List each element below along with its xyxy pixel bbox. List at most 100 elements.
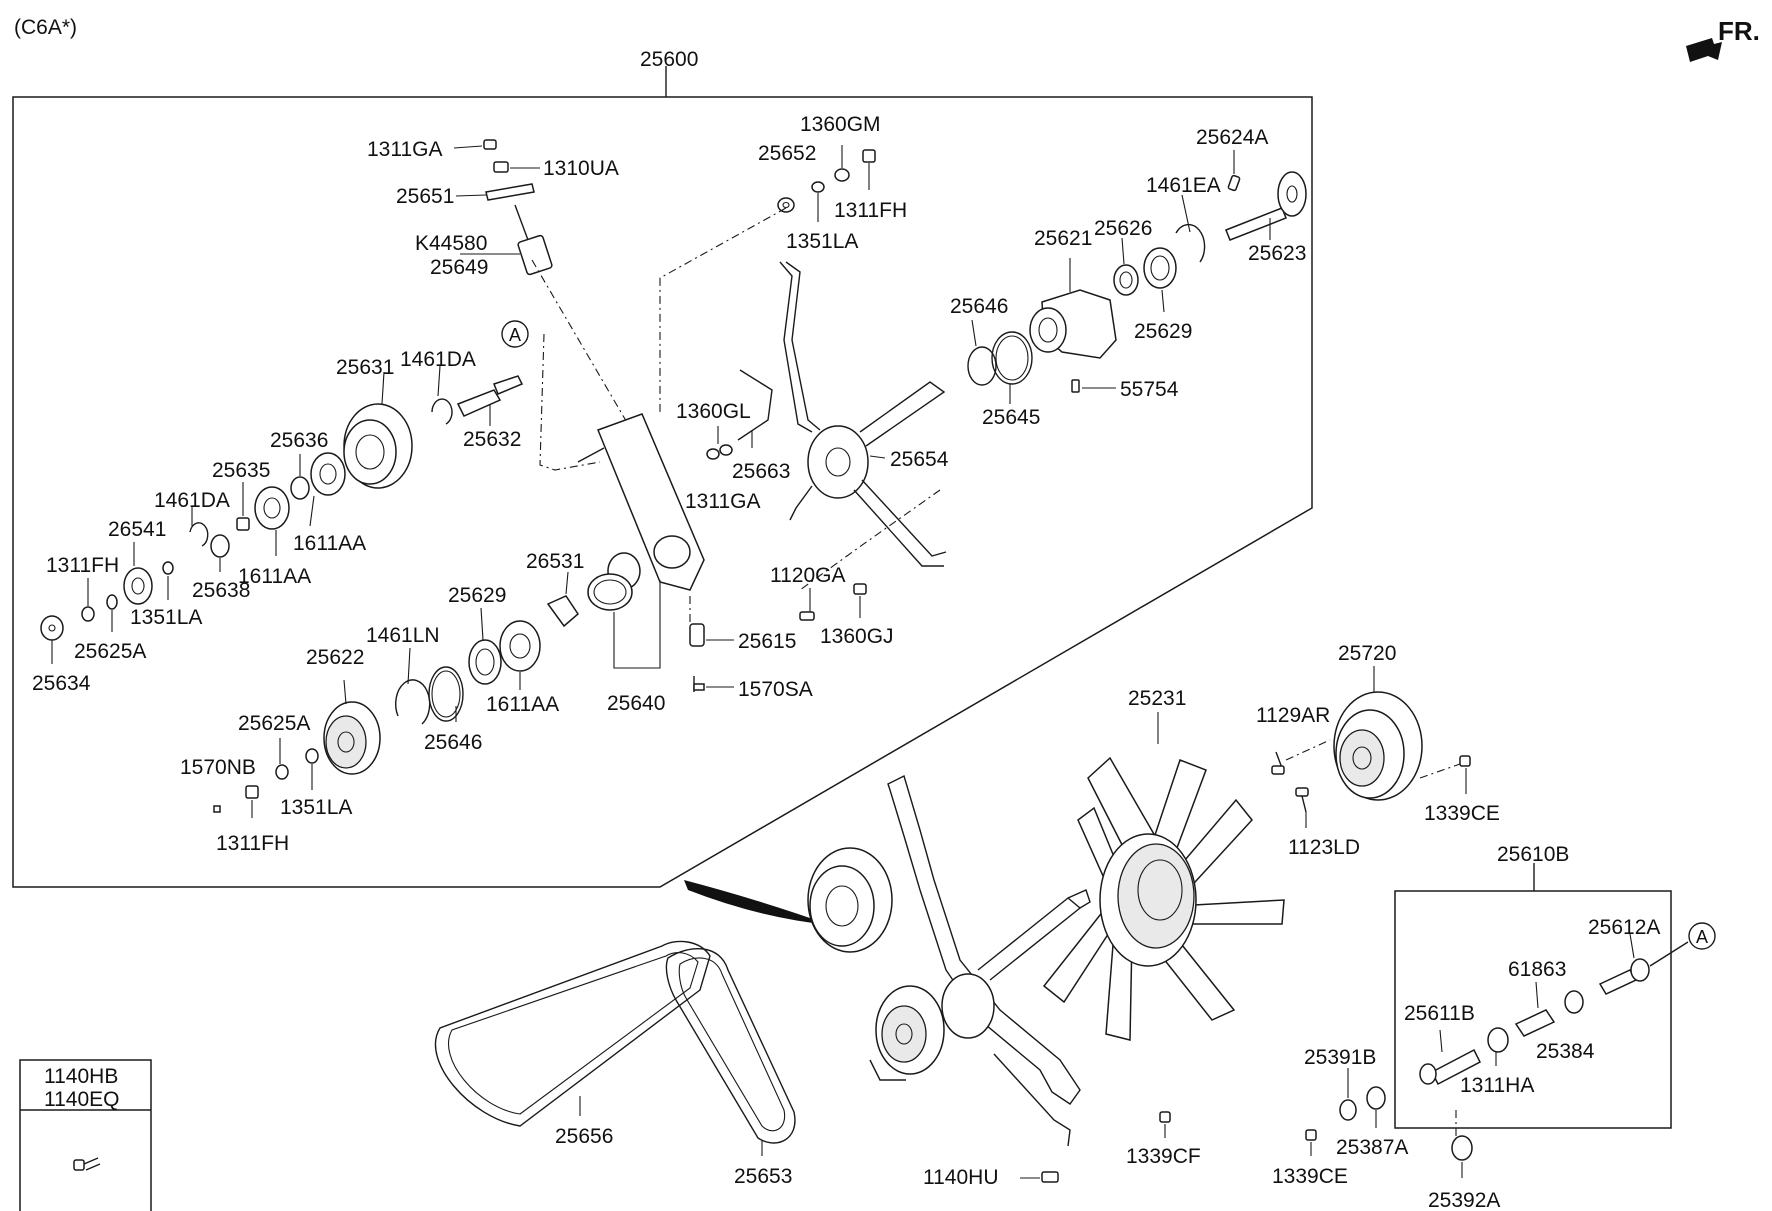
- label-1311ga-a[interactable]: 1311GA: [367, 138, 443, 161]
- label-25631[interactable]: 25631: [336, 356, 394, 379]
- label-1310ua[interactable]: 1310UA: [543, 157, 619, 180]
- nut-25635-icon: [236, 482, 250, 531]
- snap-ring-1461ea-icon: [1175, 194, 1206, 263]
- label-25625a-b[interactable]: 25625A: [238, 712, 310, 735]
- label-25636[interactable]: 25636: [270, 429, 328, 452]
- label-25625a-a[interactable]: 25625A: [74, 640, 146, 663]
- label-1140eq[interactable]: 1140EQ: [44, 1088, 120, 1111]
- label-1461ln[interactable]: 1461LN: [366, 624, 440, 647]
- front-direction-label: FR.: [1718, 16, 1760, 46]
- front-arrow-icon: [1686, 38, 1722, 62]
- label-1351la-b[interactable]: 1351LA: [130, 606, 202, 629]
- washer-1351la-c-icon: [305, 748, 319, 790]
- washer-25652-icon: [777, 197, 795, 213]
- label-1140hb[interactable]: 1140HB: [44, 1065, 118, 1088]
- ref-marker-a-bracket[interactable]: A: [1688, 922, 1716, 950]
- label-25652[interactable]: 25652: [758, 142, 816, 165]
- main-assembly-outline: [12, 66, 1313, 888]
- label-25621[interactable]: 25621: [1034, 227, 1092, 250]
- label-25635[interactable]: 25635: [212, 459, 270, 482]
- pipe-25663-icon: [737, 369, 773, 448]
- label-25384[interactable]: 25384: [1536, 1040, 1595, 1063]
- label-1123ld[interactable]: 1123LD: [1288, 836, 1360, 859]
- label-1311fh-a[interactable]: 1311FH: [834, 199, 907, 222]
- label-25626[interactable]: 25626: [1094, 217, 1152, 240]
- label-1461da-b[interactable]: 1461DA: [154, 489, 230, 512]
- label-25656[interactable]: 25656: [555, 1125, 613, 1148]
- label-25615[interactable]: 25615: [738, 630, 796, 653]
- label-1360gm[interactable]: 1360GM: [800, 113, 881, 136]
- label-25646-a[interactable]: 25646: [950, 295, 1008, 318]
- label-25231[interactable]: 25231: [1128, 687, 1186, 710]
- label-55754[interactable]: 55754: [1120, 378, 1179, 401]
- label-26541[interactable]: 26541: [108, 518, 166, 541]
- label-26531[interactable]: 26531: [526, 550, 584, 573]
- label-1351la-a[interactable]: 1351LA: [786, 230, 858, 253]
- label-1611aa-c[interactable]: 1611AA: [486, 693, 559, 716]
- label-25391b[interactable]: 25391B: [1304, 1046, 1376, 1069]
- ring-25646-b-icon: [428, 666, 464, 722]
- label-1311ha[interactable]: 1311HA: [1460, 1074, 1534, 1097]
- label-25653[interactable]: 25653: [734, 1165, 792, 1188]
- label-25624a[interactable]: 25624A: [1196, 126, 1268, 149]
- label-25651[interactable]: 25651: [396, 185, 454, 208]
- label-25654[interactable]: 25654: [890, 448, 949, 471]
- bearing-1611aa-c-icon: [499, 620, 541, 690]
- label-1339ce-a[interactable]: 1339CE: [1424, 802, 1500, 825]
- label-1461da-a[interactable]: 1461DA: [400, 348, 476, 371]
- ref-marker-a-main[interactable]: A: [501, 320, 529, 348]
- label-25720[interactable]: 25720: [1338, 642, 1396, 665]
- label-1339ce-b[interactable]: 1339CE: [1272, 1165, 1348, 1188]
- nut-1311ga-icon: [453, 139, 497, 150]
- label-k44580[interactable]: K44580: [415, 232, 487, 255]
- seal-25629-a-icon: [1143, 247, 1177, 313]
- label-25612a[interactable]: 25612A: [1588, 916, 1660, 939]
- label-1311ga-b[interactable]: 1311GA: [685, 490, 761, 513]
- label-1360gj[interactable]: 1360GJ: [820, 625, 894, 648]
- label-25387a[interactable]: 25387A: [1336, 1136, 1408, 1159]
- washer-1351la-b-icon: [162, 561, 174, 600]
- belt-25656-icon: [434, 940, 711, 1127]
- fan-25231-icon: [1042, 712, 1285, 1041]
- label-1611aa-b[interactable]: 1611AA: [238, 565, 311, 588]
- label-25611b[interactable]: 25611B: [1404, 1002, 1475, 1025]
- washer-25625a-a-icon: [106, 594, 118, 632]
- label-25629-a[interactable]: 25629: [1134, 320, 1192, 343]
- label-25646-b[interactable]: 25646: [424, 731, 482, 754]
- assembly-bracket-label[interactable]: 25610B: [1497, 843, 1569, 866]
- label-1129ar[interactable]: 1129AR: [1256, 704, 1330, 727]
- stud-25632-icon: [456, 375, 524, 426]
- label-1311fh-c[interactable]: 1311FH: [216, 832, 289, 855]
- label-25632[interactable]: 25632: [463, 428, 521, 451]
- label-1339cf[interactable]: 1339CF: [1126, 1145, 1201, 1168]
- assembly-main-label[interactable]: 25600: [640, 48, 698, 71]
- label-1360gl[interactable]: 1360GL: [676, 400, 751, 423]
- label-25623[interactable]: 25623: [1248, 242, 1306, 265]
- dashed-connectors: [531, 207, 1081, 625]
- seal-26541-icon: [123, 542, 153, 605]
- label-1351la-c[interactable]: 1351LA: [280, 796, 352, 819]
- label-25622[interactable]: 25622: [306, 646, 364, 669]
- label-1461ea[interactable]: 1461EA: [1146, 174, 1221, 197]
- label-25638[interactable]: 25638: [192, 579, 250, 602]
- nut-1311ha-icon: [1487, 1027, 1509, 1066]
- label-25649[interactable]: 25649: [430, 256, 488, 279]
- label-1570nb[interactable]: 1570NB: [180, 756, 256, 779]
- label-25663[interactable]: 25663: [732, 460, 790, 483]
- label-25640[interactable]: 25640: [607, 692, 665, 715]
- label-25629-b[interactable]: 25629: [448, 584, 506, 607]
- label-1570sa[interactable]: 1570SA: [738, 678, 813, 701]
- label-25392a[interactable]: 25392A: [1428, 1189, 1500, 1211]
- label-1140hu[interactable]: 1140HU: [923, 1166, 999, 1189]
- clip-1570sa-icon: [693, 676, 734, 692]
- snap-ring-1461da-a-icon: [431, 365, 453, 425]
- label-1120ga[interactable]: 1120GA: [770, 564, 846, 587]
- label-1611aa-a[interactable]: 1611AA: [293, 532, 366, 555]
- label-61863[interactable]: 61863: [1508, 958, 1566, 981]
- label-25645[interactable]: 25645: [982, 406, 1040, 429]
- snap-ring-1461da-b-icon: [189, 506, 209, 547]
- pin-25611b-icon: [1419, 1029, 1481, 1086]
- washer-25634-icon: [40, 615, 64, 664]
- label-1311fh-b[interactable]: 1311FH: [46, 554, 119, 577]
- label-25634[interactable]: 25634: [32, 672, 91, 695]
